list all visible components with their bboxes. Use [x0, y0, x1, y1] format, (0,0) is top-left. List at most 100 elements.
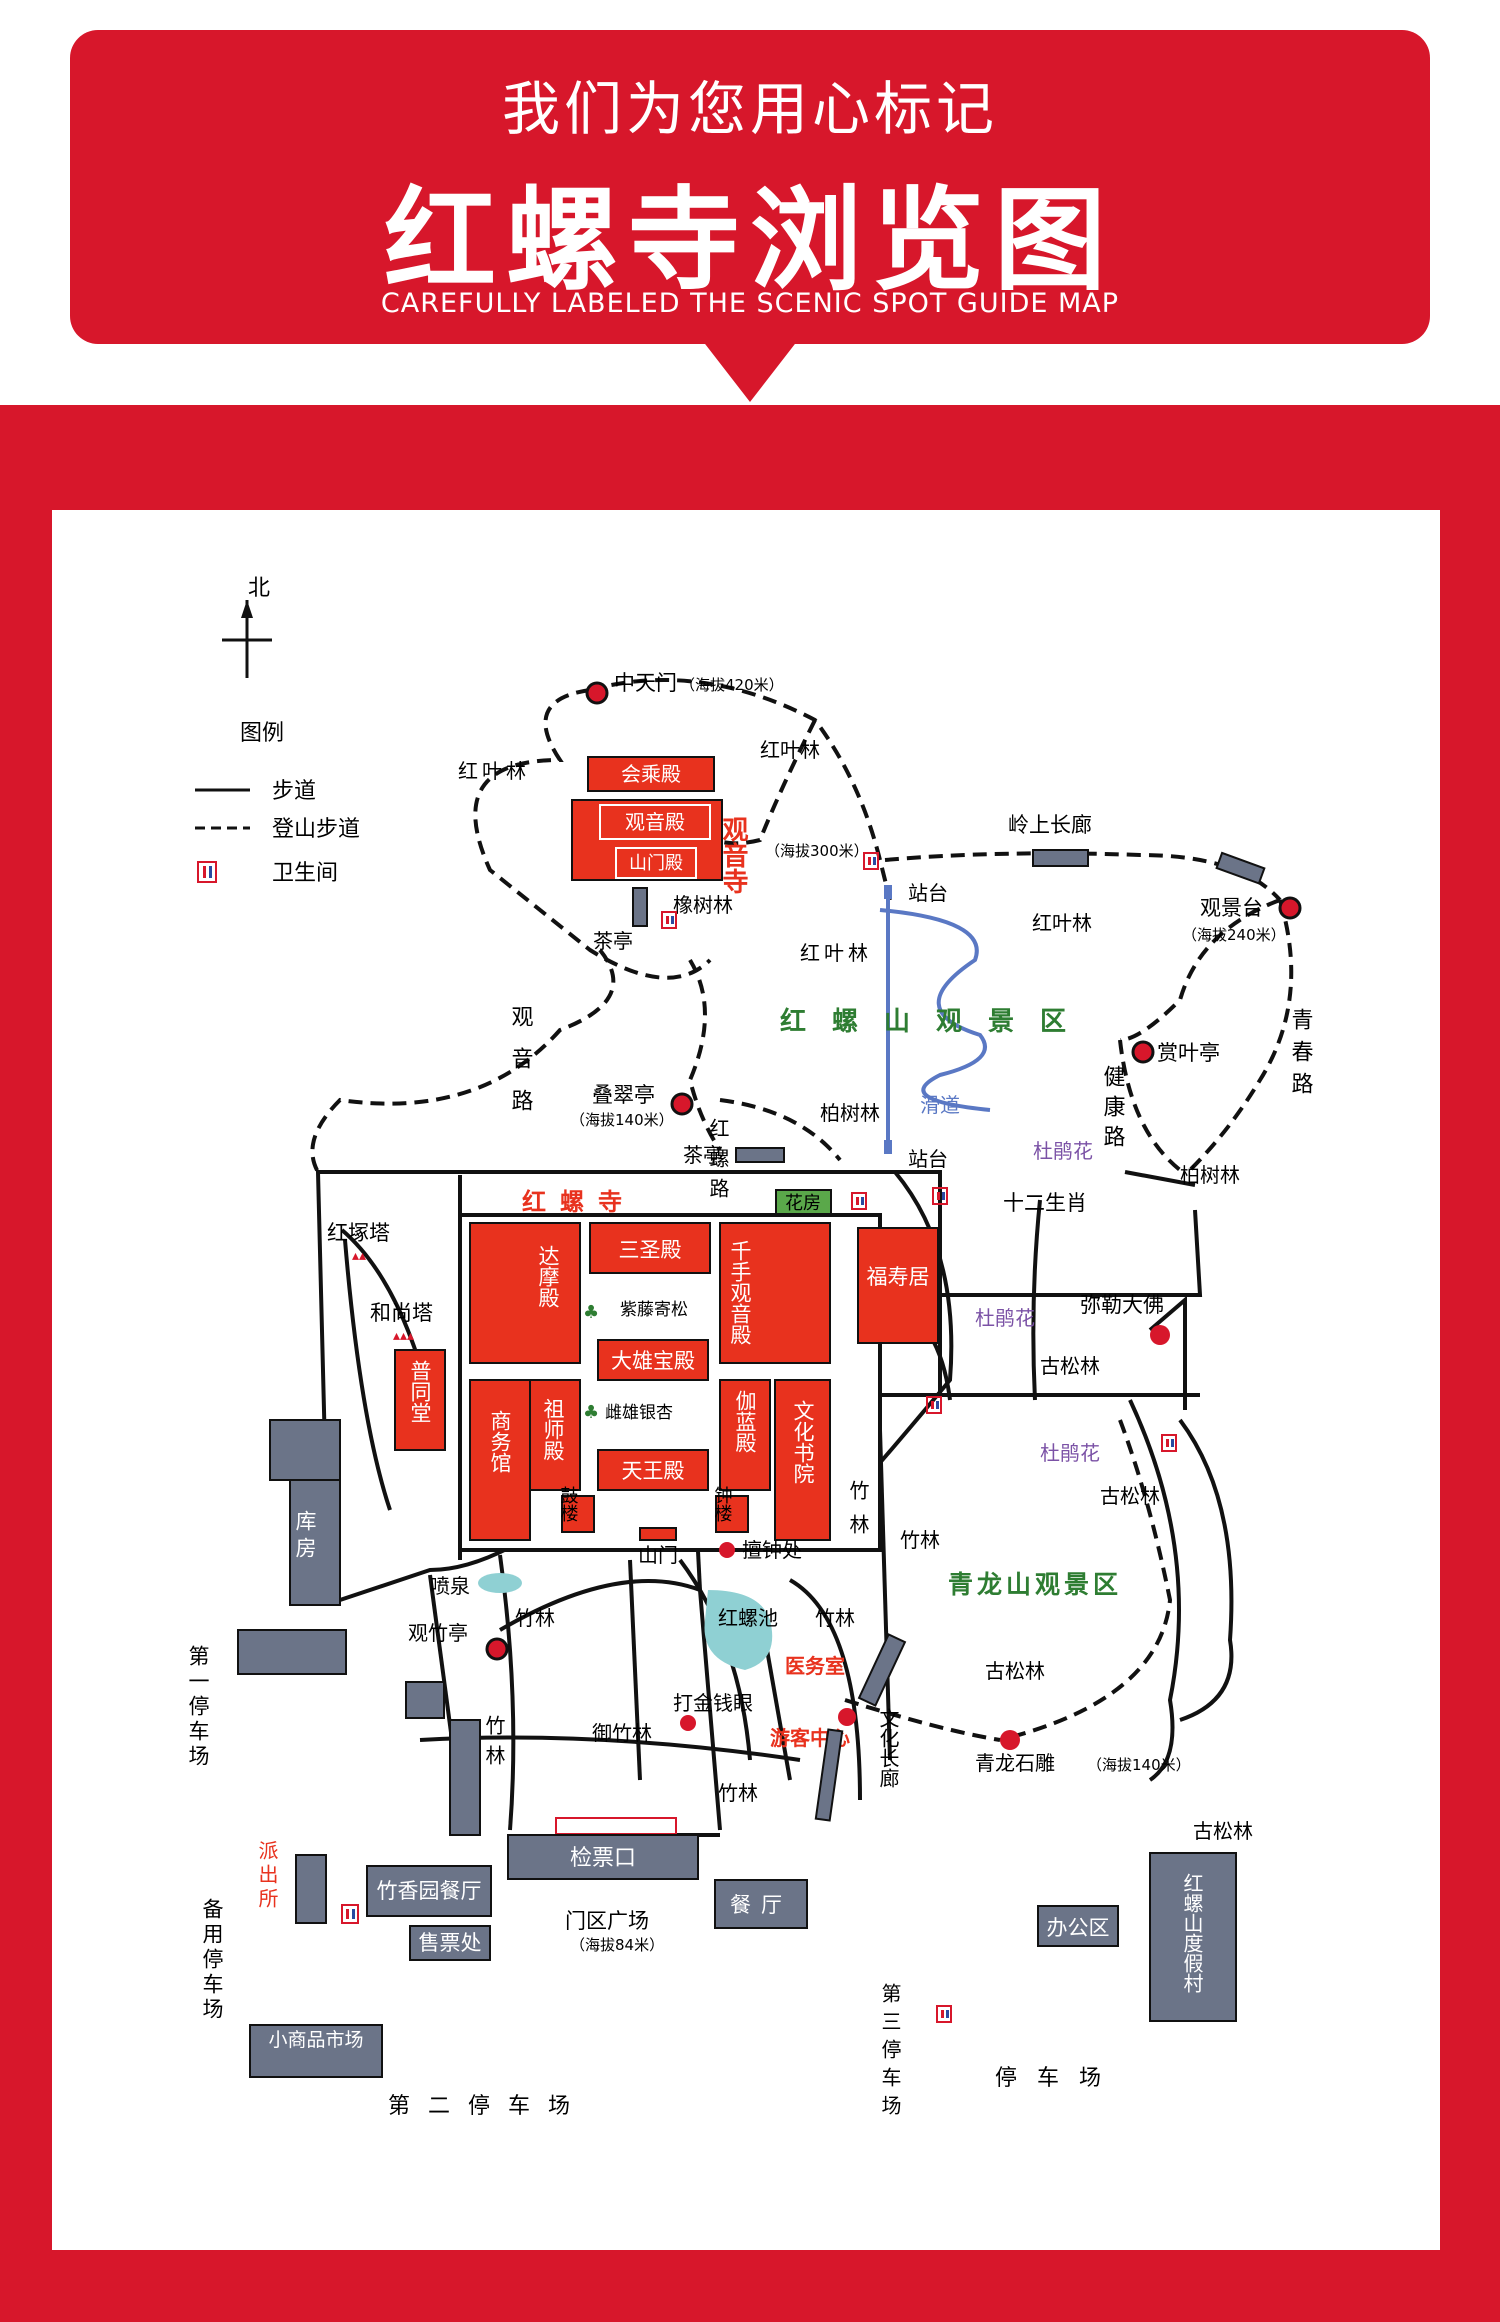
north-label: 北 [248, 576, 270, 601]
gusonglin-2-label: 古松林 [1100, 1484, 1160, 1508]
first-parking-label: 第一停车场 [186, 1645, 210, 1770]
daxiongbaodian-building [597, 1339, 709, 1381]
guanzhuting-label: 观竹亭 [408, 1621, 468, 1645]
huafang-building [775, 1189, 832, 1215]
zhonglou-building [715, 1495, 749, 1533]
yuzhulin-label: 御竹林 [592, 1721, 652, 1745]
toilet-icon [936, 2005, 952, 2023]
toilet-icon [851, 1192, 867, 1210]
guanyinsi-altitude: （海拔300米） [765, 842, 869, 860]
qingchunlu-label: 青春路 [1288, 1008, 1314, 1104]
corridor-building [1032, 849, 1089, 867]
header-english-subtitle: CAREFULLY LABELED THE SCENIC SPOT GUIDE … [380, 288, 1120, 319]
penquan-label: 喷泉 [430, 1574, 470, 1598]
gusonglin-3-label: 古松林 [985, 1659, 1045, 1683]
baishulin-mid-label: 柏树林 [820, 1101, 880, 1125]
xiaoshangpin-building [249, 2024, 383, 2078]
legend-toilet-label: 卫生间 [272, 861, 338, 886]
paichusuo-building [295, 1854, 327, 1924]
pagoda-icon: ▴▴ [352, 1248, 366, 1264]
qielandian-building [719, 1379, 771, 1491]
header-banner [70, 30, 1430, 344]
kufang-label: 库房 [293, 1510, 317, 1564]
viewpoint-marker-icon [1131, 1040, 1155, 1064]
canting-label: 餐厅 [730, 1893, 792, 1917]
teahouse-building [735, 1147, 785, 1163]
qingxiangchu-label: 擅钟处 [742, 1538, 802, 1562]
north-area: 中天门 （海拔420米） 会乘殿 观音殿 山门殿 观音寺 （海拔300米） 橡树… [458, 671, 869, 1208]
damodian-label: 达摩殿 [536, 1245, 560, 1308]
shanmendian-label: 山门殿 [629, 853, 683, 874]
hongyelin-mid-label: 红叶林 [800, 941, 872, 965]
putongtang-building [394, 1349, 446, 1451]
dajinqianyan-label: 打金钱眼 [673, 1691, 753, 1715]
jiankanglu-label: 健康路 [1100, 1065, 1126, 1155]
beiyong-parking-label: 备用停车场 [200, 1898, 224, 2023]
zhulin-east-label: 竹林 [846, 1480, 870, 1548]
huafang-label: 花房 [785, 1193, 821, 1214]
qinglongshan-zone-label: 青龙山观景区 [948, 1570, 1122, 1599]
menqu-altitude: （海拔84米） [570, 1936, 664, 1954]
zhongtianmen-altitude: （海拔420米） [680, 676, 784, 694]
guanyinsi-label: 观音寺 [718, 816, 748, 894]
third-parking-label: 第三停车场 [878, 1983, 902, 2123]
jianpiaokou-building [507, 1834, 699, 1880]
paichusuo-label: 派出所 [255, 1840, 279, 1912]
sanshengdian-building [589, 1222, 711, 1274]
shanmendian-building [615, 847, 697, 879]
station-marker [884, 1140, 892, 1154]
shanmen-gate [639, 1527, 677, 1541]
huichengdian-building [587, 756, 715, 792]
kufang-building [289, 1479, 341, 1606]
hongluochi-pond [704, 1590, 773, 1670]
sanshengdian-label: 三圣殿 [619, 1238, 682, 1262]
zhulin-4-label: 竹林 [482, 1715, 506, 1775]
bell-marker-icon [719, 1542, 735, 1558]
bangongqu-building [1037, 1905, 1119, 1947]
huadao-label: 滑道 [920, 1093, 960, 1117]
zisong-label: 紫藤寄松 [620, 1300, 688, 1320]
shangwuguan-building [469, 1379, 531, 1541]
zhulin-east2-label: 竹林 [900, 1528, 940, 1552]
baishulin-right-label: 柏树林 [1180, 1163, 1240, 1187]
corridor-building [1215, 851, 1266, 885]
wenhuachanglang-label: 文化长廊 [876, 1708, 900, 1788]
hongluo-temple: 红螺寺 花房 达摩殿 三圣殿 紫藤寄松 ♣ 千手观音殿 大雄宝殿 ♣ 雌雄银杏 … [327, 1188, 882, 1567]
temple-name-label: 红螺寺 [522, 1188, 636, 1216]
milefo-label: 弥勒大佛 [1080, 1293, 1164, 1317]
zhonglou-label: 钟楼 [712, 1486, 733, 1522]
header-subtitle: 我们为您用心标记 [501, 75, 998, 143]
parking-label: 停车场 [995, 2066, 1121, 2091]
header-pointer [702, 340, 798, 402]
hongyelin-top-label: 红叶林 [760, 738, 820, 762]
heshangta-label: 和尚塔 [370, 1301, 433, 1325]
gusonglin-1-label: 古松林 [1040, 1354, 1100, 1378]
wenhuashuyuan-building [774, 1379, 831, 1541]
shoupiaochu-label: 售票处 [419, 1931, 482, 1955]
shanmen-label: 山门 [638, 1543, 678, 1567]
toilet-icon [932, 1187, 948, 1205]
zhantai-top-label: 站台 [908, 881, 948, 905]
toilet-icon [197, 861, 217, 883]
toilet-markers [661, 852, 1177, 2023]
mountain-trails [310, 678, 1294, 1742]
zhongtianmen-label: 中天门 [614, 671, 677, 695]
qinglongshidiao-label: 青龙石雕 [975, 1751, 1055, 1775]
jianpiaokou-label: 检票口 [570, 1846, 636, 1871]
shangyeting-label: 赏叶亭 [1157, 1041, 1220, 1065]
daxiongbaodian-label: 大雄宝殿 [611, 1349, 695, 1373]
putongtang-label: 普同堂 [408, 1360, 432, 1423]
legend-trail-label: 登山步道 [272, 817, 360, 842]
xiangshulin-label: 橡树林 [673, 893, 733, 917]
shangwuguan-label: 商务馆 [488, 1410, 512, 1473]
shoupiaochu-building [409, 1925, 491, 1961]
qianshouguanyindian-label: 千手观音殿 [728, 1240, 752, 1345]
bangongqu-label: 办公区 [1047, 1916, 1110, 1940]
station-marker [884, 885, 892, 899]
gusonglin-4-label: 古松林 [1193, 1819, 1253, 1843]
chating-top-label: 茶亭 [593, 929, 633, 953]
damodian-building [469, 1222, 581, 1364]
chating-mid-label: 茶亭 [683, 1143, 723, 1167]
legend-footpath-label: 步道 [272, 779, 316, 804]
